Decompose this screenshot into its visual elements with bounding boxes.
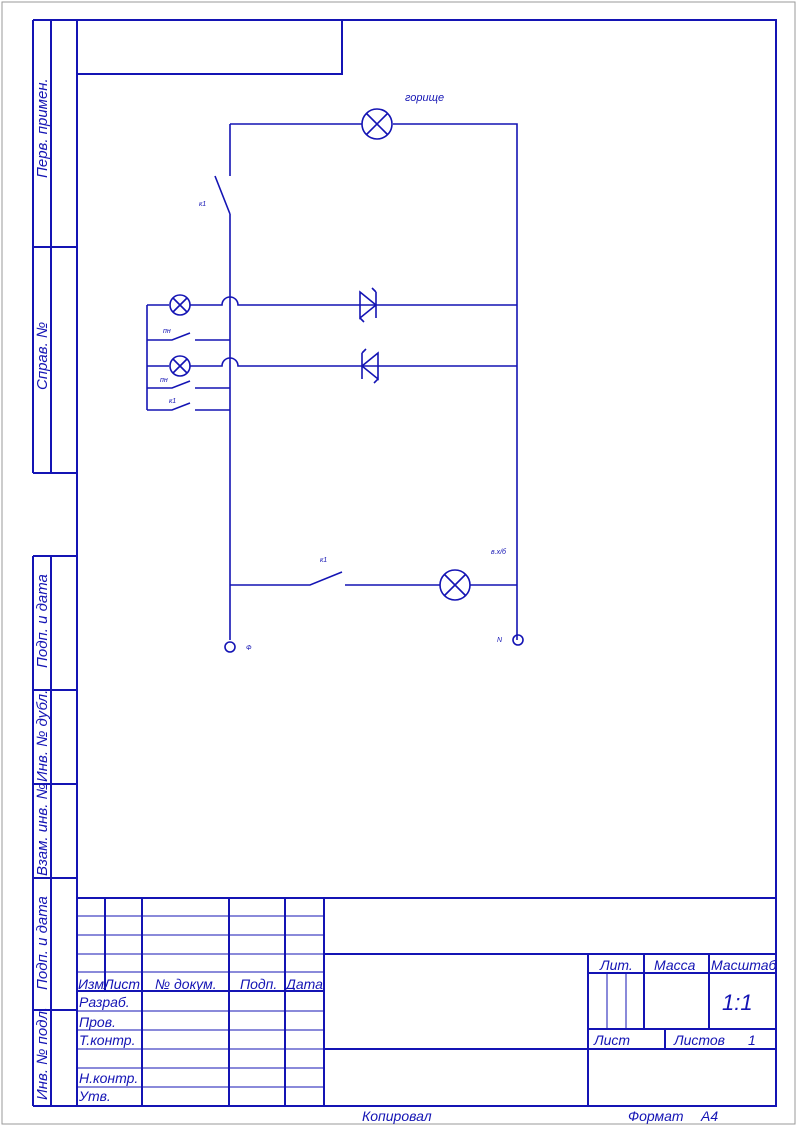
contact-pn-2-icon — [147, 380, 230, 389]
lamp-bottom-label: в.х/б — [491, 548, 507, 556]
tb-t-kontr: Т.контр. — [79, 1032, 135, 1048]
lamp-bottom-icon — [439, 569, 471, 601]
tb-list-label: Лист — [593, 1032, 630, 1048]
tb-no-dokum: № докум. — [155, 976, 217, 992]
lamp-top-label: горище — [405, 92, 444, 104]
title-block — [77, 897, 776, 1106]
terminal-phase-label: Ф — [246, 645, 252, 652]
contact-pn-1-icon — [147, 332, 230, 341]
tb-razrab: Разраб. — [79, 994, 130, 1010]
tb-utv: Утв. — [78, 1088, 111, 1104]
contact-k1-hold-icon — [147, 402, 230, 411]
tb-masshtab: Масштаб — [711, 957, 778, 973]
side-label-sprav-no: Справ. № — [34, 322, 51, 390]
contact-k1-top-icon — [214, 124, 231, 640]
lamp-top-cross — [365, 112, 389, 136]
terminal-neutral-icon — [512, 634, 524, 646]
wire-bottom — [230, 571, 517, 586]
tb-lit: Лит. — [599, 957, 633, 973]
tb-n-kontr: Н.контр. — [79, 1070, 138, 1086]
lamp-row2-icon — [169, 355, 191, 377]
contact-k1-hold-label: к1 — [169, 398, 176, 405]
footer-format: Формат — [628, 1108, 684, 1124]
tb-listov-label: Листов — [673, 1032, 725, 1048]
lamp-row1-icon — [169, 294, 191, 316]
side-label-vzam-inv: Взам. инв. № — [34, 783, 51, 876]
side-label-podp-data-top: Подп. и дата — [34, 574, 51, 668]
terminal-phase-icon — [224, 641, 236, 653]
tb-list-col: Лист — [103, 976, 140, 992]
tb-data: Дата — [284, 976, 323, 992]
left-margin-columns — [32, 19, 77, 1107]
terminal-neutral-label: N — [497, 637, 503, 644]
tb-podp: Подп. — [240, 976, 277, 992]
wire-row-1 — [147, 296, 517, 306]
contact-k1-top-label: к1 — [199, 201, 206, 208]
lamp-top-icon — [361, 108, 393, 140]
side-label-perv-primen: Перв. примен. — [34, 78, 51, 178]
footer-format-value: A4 — [700, 1108, 718, 1124]
wire-top — [230, 123, 518, 640]
thyristor-row2-icon — [360, 348, 379, 384]
drawing-frame — [76, 19, 777, 1107]
contact-k1-bottom-label: к1 — [320, 557, 327, 564]
top-left-box — [77, 20, 343, 75]
tb-prov: Пров. — [79, 1014, 116, 1030]
tb-izm: Изм — [78, 976, 104, 992]
tb-massa: Масса — [654, 957, 696, 973]
wire-row-2 — [147, 357, 517, 367]
side-label-podp-data-bottom: Подп. и дата — [34, 896, 51, 990]
tb-listov-value: 1 — [748, 1032, 756, 1048]
schematic: горище к1 пн пн к1 к1 в.х/б Ф N — [146, 92, 524, 653]
thyristor-row1-icon — [359, 287, 378, 323]
side-label-inv-dubl: Инв. № дубл. — [34, 690, 51, 782]
side-label-inv-podl: Инв. № подл. — [34, 1007, 51, 1100]
contact-pn-2-label: пн — [160, 377, 168, 384]
tb-scale-value: 1:1 — [722, 990, 753, 1015]
footer-kopiroval: Копировал — [362, 1108, 432, 1124]
contact-pn-1-label: пн — [163, 328, 171, 335]
